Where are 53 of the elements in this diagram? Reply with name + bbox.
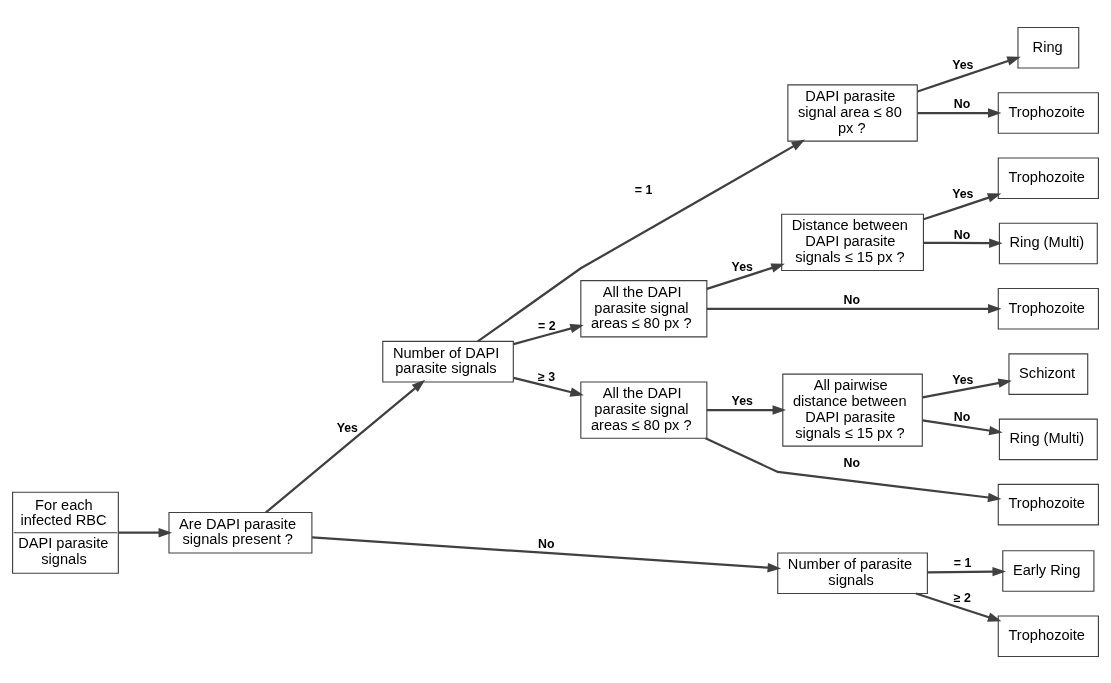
arrow	[915, 591, 1002, 622]
arrow	[922, 418, 1003, 435]
arrow	[917, 107, 1002, 118]
arrow	[477, 139, 806, 342]
edge-label: No	[843, 292, 861, 307]
node-box: All the DAPI parasite signal areas ≤ 80 px ?	[580, 380, 708, 439]
arrow	[513, 376, 584, 397]
edge-label: Yes	[952, 372, 974, 387]
edge-label: Yes	[731, 259, 753, 274]
node-box: Number of parasite signals	[777, 551, 928, 594]
arrow	[312, 535, 782, 572]
edge-label: No	[953, 227, 971, 242]
node-box: Trophozoite	[997, 91, 1099, 134]
arrow	[922, 377, 1012, 398]
node-box: Are DAPI parasite signals present ?	[168, 511, 313, 554]
arrow	[923, 192, 1002, 220]
edge-label: No	[953, 96, 971, 111]
arrow	[917, 56, 1021, 93]
arrow	[706, 262, 785, 290]
node-box: Early Ring	[1002, 549, 1095, 592]
arrow	[927, 566, 1006, 576]
node-box: Ring (Multi)	[998, 418, 1098, 460]
node-box: Ring (Multi)	[998, 222, 1098, 264]
edge-label: Yes	[952, 186, 974, 201]
arrow	[265, 379, 426, 513]
edge-label: ≥ 3	[538, 369, 556, 384]
edge-label: = 2	[538, 318, 556, 333]
node-box: Ring	[1017, 26, 1080, 69]
arrow	[513, 323, 584, 345]
arrow	[706, 303, 1002, 314]
edge-label: No	[538, 536, 555, 551]
node-box: Schizont	[1008, 352, 1089, 395]
edge-label: No	[843, 455, 861, 470]
edge-label: ≥ 2	[953, 590, 971, 605]
arrow	[706, 404, 787, 415]
arrow	[923, 237, 1003, 248]
node-box: Trophozoite	[997, 483, 1099, 525]
edge-label: = 1	[634, 182, 653, 197]
arrow	[118, 527, 173, 537]
edge-label: No	[953, 409, 971, 424]
node-box: Trophozoite	[997, 156, 1099, 199]
node-box: Distance between DAPI parasite signals ≤ 15 px ?	[781, 213, 924, 271]
node-box: DAPI parasite signal area ≤ 80 px ?	[787, 83, 918, 142]
node-box: Trophozoite	[997, 614, 1099, 657]
node-box: All the DAPI parasite signal areas ≤ 80 px ?	[580, 279, 708, 337]
arrow	[705, 436, 1002, 502]
edge-label: = 1	[953, 555, 972, 570]
edge-label: Yes	[952, 57, 974, 72]
node-box: All pairwise distance between DAPI parasite signals ≤ 15 px ?	[782, 373, 923, 447]
node-box: Trophozoite	[997, 287, 1099, 330]
node-box: Number of DAPI parasite signals	[382, 340, 514, 382]
edge-label: Yes	[731, 393, 753, 408]
edge-label: Yes	[336, 420, 358, 435]
